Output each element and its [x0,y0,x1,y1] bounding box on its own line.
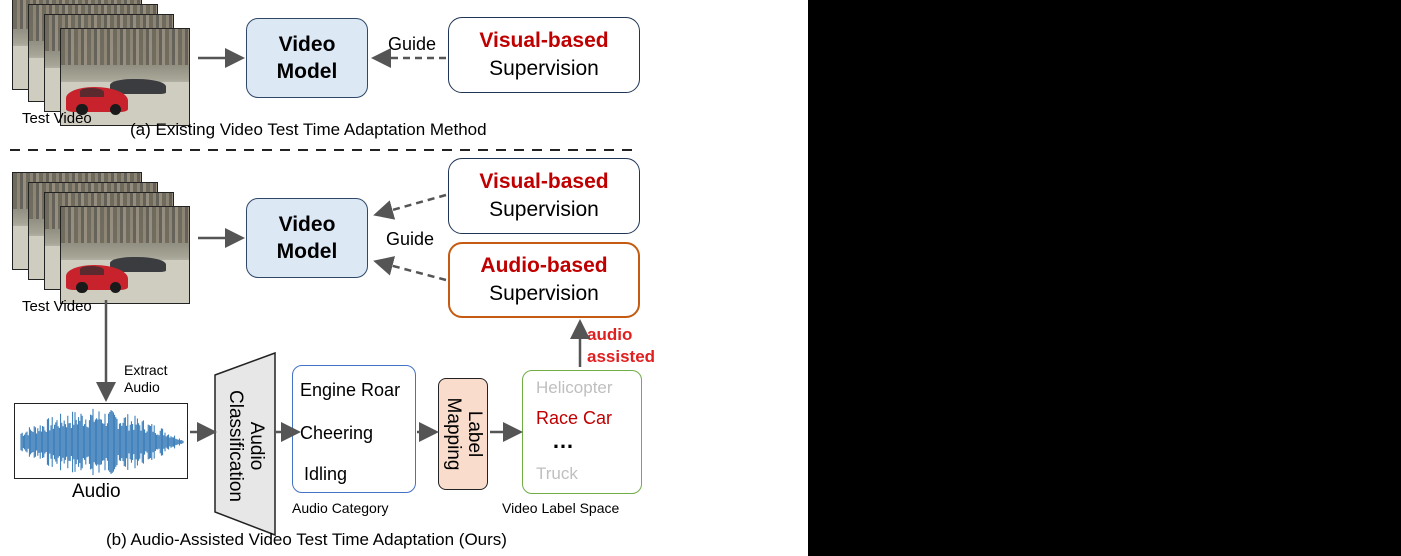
video-label-space-box [522,370,642,494]
audio-assisted-line1: audio [587,325,633,344]
extract-audio-line2: Audio [124,379,160,395]
audio-classification-trapezoid [214,351,276,537]
bottom-guide-label: Guide [386,229,435,249]
bottom-audio-supervision: Audio-based Supervision [448,242,640,318]
video-label-race-car: Race Car [536,408,613,428]
video-label-truck: Truck [536,464,578,483]
audio-category-box [292,365,416,493]
bottom-caption: (b) Audio-Assisted Video Test Time Adapt… [106,530,507,549]
top-video-frame-front [60,28,190,126]
bottom-visual-supervision: Visual-based Supervision [448,158,640,234]
bottom-video-frame-front [60,206,190,304]
top-visual-supervision-text: Supervision [489,57,599,80]
top-visual-supervision-highlight: Visual-based [479,29,609,52]
bottom-video-model-line2: Model [276,240,338,263]
top-visual-supervision: Visual-based Supervision [448,17,640,93]
waveform-path [20,408,184,476]
audio-guide-arrow [373,256,447,282]
extract-audio-line1: Extract [124,362,168,378]
video-label-ellipsis: … [552,428,574,453]
top-video-frames [12,0,192,126]
video-label-helicopter: Helicopter [536,378,613,397]
audio-category-engine-roar: Engine Roar [300,380,401,400]
top-caption: (a) Existing Video Test Time Adaptation … [130,120,487,139]
bottom-video-frames [12,160,192,304]
label-mapping-box [438,378,488,490]
bottom-video-model: Video Model [246,198,368,278]
bottom-visual-supervision-highlight: Visual-based [479,170,609,193]
audio-category-label: Audio Category [292,500,389,516]
bottom-test-video-label: Test Video [22,298,92,315]
bottom-visual-supervision-text: Supervision [489,198,599,221]
black-panel [808,0,1401,556]
diagram-shapes [214,351,276,537]
bottom-video-model-line1: Video [278,213,336,236]
visual-guide-arrow [373,193,447,220]
top-video-model: Video Model [246,18,368,98]
arrows-layer [10,48,640,442]
audio-waveform [14,403,188,479]
top-video-model-line1: Video [278,33,336,56]
audio-category-idling: Idling [304,464,348,484]
audio-assisted-line2: assisted [587,347,656,366]
video-label-space-label: Video Label Space [502,500,620,516]
top-guide-label: Guide [388,34,437,54]
bottom-audio-supervision-highlight: Audio-based [480,254,608,277]
top-video-model-line2: Model [276,60,338,83]
audio-category-cheering: Cheering [300,423,374,443]
audio-label: Audio [72,481,121,502]
extract-audio-label: Extract Audio [124,362,168,396]
top-test-video-label: Test Video [22,110,92,127]
bottom-audio-supervision-text: Supervision [489,282,599,305]
audio-assisted-label: audio assisted [587,324,655,368]
